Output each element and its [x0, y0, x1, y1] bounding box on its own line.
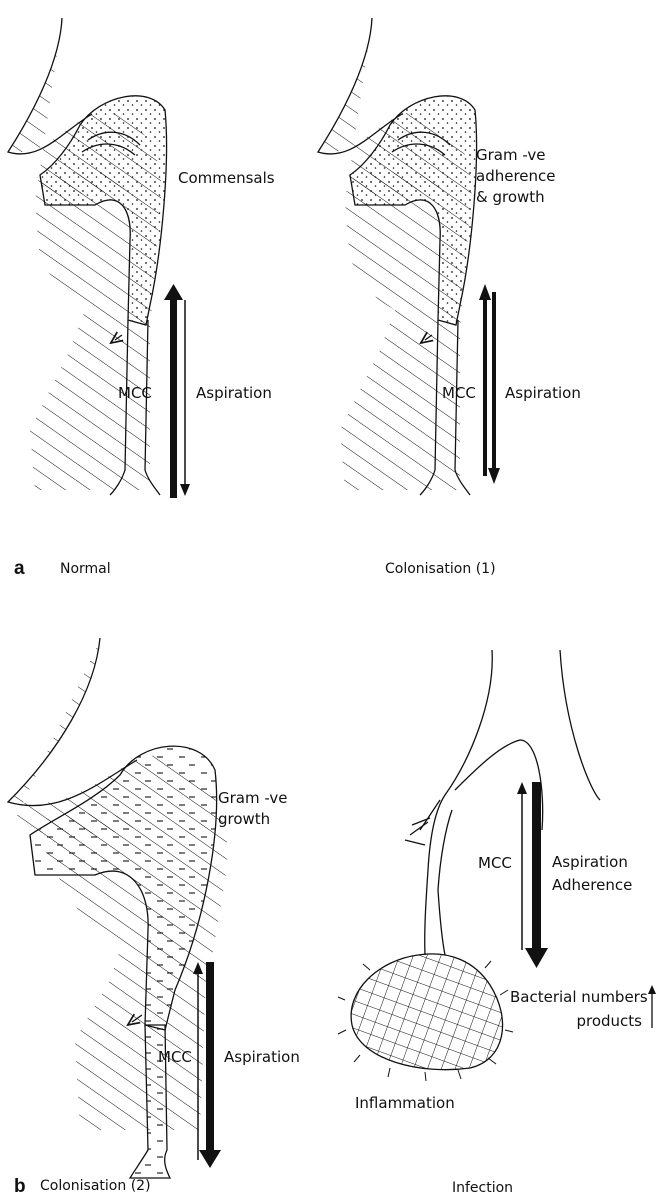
- panel-a-normal: Commensals MCC Aspiration Normal: [8, 18, 275, 577]
- aspiration-label: Aspiration: [196, 384, 272, 402]
- aspiration-arrow: [525, 782, 548, 968]
- mcc-arrow: [517, 782, 527, 950]
- panel-b-colonisation-2: Gram -ve growth MCC Aspiration Colonisat…: [8, 638, 300, 1194]
- caption-colonisation-1: Colonisation (1): [385, 561, 496, 577]
- mcc-label: MCC: [442, 384, 476, 402]
- inflammation-label: Inflammation: [355, 1094, 455, 1112]
- aspiration-arrow: [180, 300, 190, 496]
- gram-ve-label-line-2: adherence: [476, 167, 556, 185]
- bacterial-label-line-1: Bacterial numbers: [510, 988, 648, 1006]
- mcc-arrow: [479, 284, 491, 476]
- panel-letter-a: a: [14, 558, 25, 579]
- mcc-arrow: [164, 284, 183, 498]
- consolidated-lung: [351, 954, 502, 1070]
- bacterial-label-line-2: products: [576, 1012, 642, 1030]
- aspiration-label-line-1: Aspiration: [552, 853, 628, 871]
- mcc-label: MCC: [158, 1048, 192, 1066]
- bronchial-tree: [428, 650, 600, 870]
- caption-infection: Infection: [452, 1180, 513, 1196]
- mcc-label: MCC: [478, 854, 512, 872]
- gram-ve-label-line-1: Gram -ve: [476, 146, 545, 164]
- panel-letter-b: b: [14, 1176, 26, 1197]
- gram-ve-label-line-1: Gram -ve: [218, 789, 287, 807]
- aspiration-arrow: [488, 292, 500, 484]
- gram-ve-label-line-2: growth: [218, 810, 270, 828]
- caption-colonisation-2: Colonisation (2): [40, 1178, 151, 1194]
- aspiration-label: Aspiration: [505, 384, 581, 402]
- adherence-label: Adherence: [552, 876, 632, 894]
- aspiration-label: Aspiration: [224, 1048, 300, 1066]
- commensals-label: Commensals: [178, 169, 275, 187]
- panel-a-colonisation-1: Gram -ve adherence & growth MCC Aspirati…: [318, 18, 581, 577]
- mcc-label: MCC: [118, 384, 152, 402]
- gram-ve-label-line-3: & growth: [476, 188, 545, 206]
- panel-b-infection: MCC Aspiration Adherence Bacterial numbe…: [338, 650, 656, 1196]
- up-arrow-icon: [648, 985, 656, 1028]
- caption-normal: Normal: [60, 561, 111, 577]
